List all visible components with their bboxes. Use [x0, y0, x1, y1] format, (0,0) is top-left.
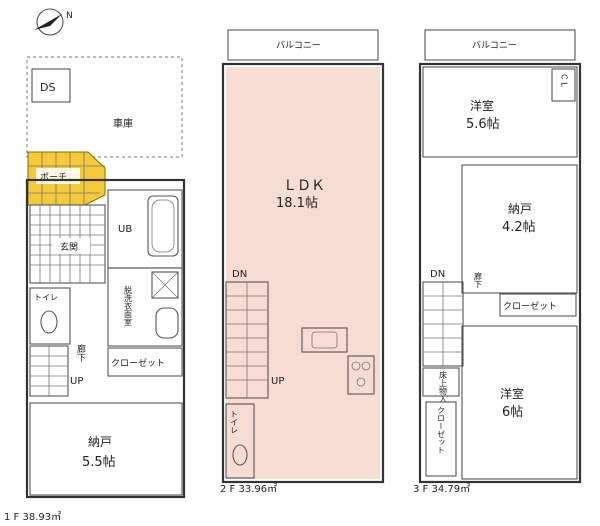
porch-label: ポーチ [40, 172, 67, 183]
storeroom3-label: 納戸 [508, 202, 532, 216]
room2-label: 洋室 [500, 386, 524, 401]
storeroom3-room [461, 164, 578, 294]
closet3-horizontal [499, 293, 577, 317]
stairs3-dn-label: DN [430, 269, 445, 280]
floor1-outline [25, 178, 186, 499]
floor3-area-label: 3 F 34.79㎡ [413, 483, 470, 495]
balcony2-label: バルコニー [276, 40, 321, 51]
cl-storage [551, 68, 576, 102]
toilet2-room [225, 403, 255, 479]
balcony3 [424, 29, 576, 61]
stove [347, 355, 375, 395]
underfloor-label: 床上物入 [439, 370, 448, 403]
room2 [461, 325, 578, 480]
toilet2-fixture [232, 444, 248, 466]
toilet2-label: トイレ [230, 410, 239, 434]
washroom-label: 脱洗衣面室 [124, 285, 133, 326]
ub-label: UB [118, 224, 132, 235]
hallway3-label: 廊下 [474, 271, 483, 289]
storeroom3-size: 4.2帖 [502, 220, 536, 235]
garage-area [26, 56, 183, 158]
toilet1-room [29, 287, 71, 345]
toilet1-label: トイレ [34, 293, 58, 302]
entrance-area [29, 204, 106, 284]
stairs2-dn-label: DN [232, 269, 247, 280]
stairs1-up-label: UP [70, 376, 83, 387]
ds-box [31, 68, 71, 103]
toilet1-fixture [40, 310, 58, 334]
bathtub [147, 195, 179, 257]
stairs2-up-label: UP [271, 376, 284, 387]
floor3-outline [418, 62, 582, 484]
room1 [422, 66, 578, 158]
room1-size: 5.6帖 [466, 117, 500, 132]
balcony3-label: バルコニー [472, 40, 517, 51]
compass-north-label: N [66, 11, 73, 21]
underfloor-storage [422, 367, 460, 397]
ds-label: DS [40, 81, 55, 94]
balcony2 [227, 29, 379, 61]
floor1-area-label: 1 F 38.93㎡ [4, 511, 61, 523]
closet1-label: クローゼット [111, 357, 165, 369]
closet3-horizontal-label: クローゼット [503, 300, 557, 312]
garage-label: 車庫 [113, 117, 133, 130]
closet3-vertical-label: クローゼット [437, 406, 446, 454]
compass: N [34, 8, 73, 36]
cl-label: C L [560, 74, 569, 87]
closet1 [107, 347, 183, 377]
room1-label: 洋室 [470, 98, 494, 113]
ldk-size: 18.1帖 [276, 196, 318, 211]
storeroom1-room [29, 402, 183, 496]
entrance-label: 玄関 [60, 241, 78, 253]
ldk-room [226, 67, 380, 479]
washing-machine [151, 271, 179, 299]
closet3-vertical [425, 401, 457, 477]
washroom-room [107, 267, 183, 347]
floor1-plan: DS 車庫 ポーチ 玄関 UB 脱洗衣面室 [4, 56, 186, 523]
wash-basin [155, 307, 179, 339]
room2-size: 6帖 [502, 405, 523, 420]
ldk-label: ＬＤＫ [283, 178, 325, 194]
storeroom1-size: 5.5帖 [82, 455, 116, 470]
floor2-outline [221, 62, 385, 484]
floor2-plan: バルコニー ＬＤＫ 18.1帖 DN UP トイレ 2 F 33.96㎡ [220, 29, 385, 495]
hallway1-label: 廊下 [75, 343, 86, 363]
kitchen-counter [301, 327, 348, 353]
floor3-plan: バルコニー 洋室 5.6帖 C L 納戸 4.2帖 DN 廊下 クローゼット 床… [413, 29, 582, 495]
storeroom1-label: 納戸 [88, 435, 112, 449]
floor2-area-label: 2 F 33.96㎡ [220, 483, 277, 495]
